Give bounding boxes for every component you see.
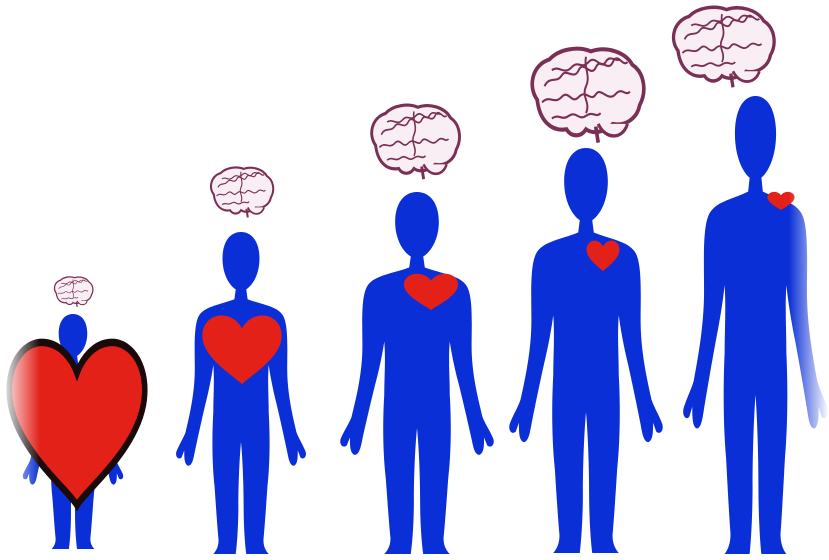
brain-icon <box>532 49 644 143</box>
brain-icon <box>372 105 460 179</box>
brain-icon <box>54 277 92 307</box>
body-silhouette-icon <box>509 148 662 553</box>
left-edge-fade <box>0 0 40 556</box>
brain-icon <box>674 7 775 87</box>
brain-icon <box>211 167 273 217</box>
body-silhouette-icon <box>340 192 493 554</box>
figure-stage-2 <box>176 167 306 554</box>
right-edge-fade <box>789 0 829 556</box>
figure-stage-4 <box>509 49 662 553</box>
figure-stage-3 <box>340 105 493 554</box>
body-silhouette-icon <box>176 232 306 554</box>
